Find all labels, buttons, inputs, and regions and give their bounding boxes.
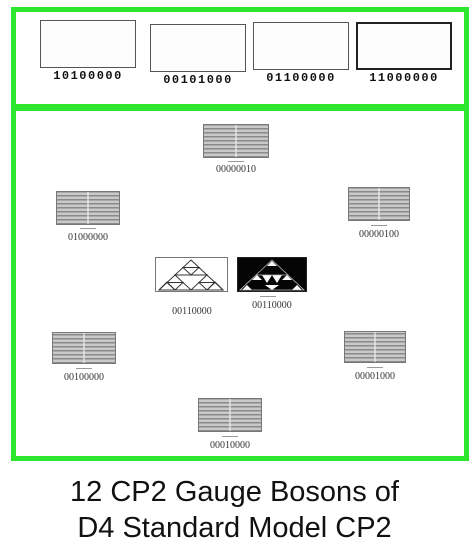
divider <box>228 161 244 162</box>
boson-pattern <box>52 332 116 364</box>
divider <box>76 368 92 369</box>
boson-label: 00100000 <box>48 372 120 383</box>
state-code: 00101000 <box>148 73 248 87</box>
state-code: 11000000 <box>354 71 454 85</box>
state-code: 10100000 <box>38 69 138 83</box>
divider <box>80 228 96 229</box>
diagram-title-line2: D4 Standard Model CP2 <box>0 510 469 546</box>
state-frame <box>253 22 349 70</box>
state-cell: 00101000 <box>148 24 248 87</box>
state-cell: 11000000 <box>354 22 454 85</box>
boson-label: 00000100 <box>343 229 415 240</box>
divider <box>367 367 383 368</box>
state-code: 01100000 <box>251 71 351 85</box>
state-frame <box>150 24 246 72</box>
boson-label: 01000000 <box>52 232 124 243</box>
boson-label: 00001000 <box>339 371 411 382</box>
boson-label: 00010000 <box>194 440 266 451</box>
state-frame <box>356 22 452 70</box>
divider <box>222 436 238 437</box>
boson-pattern <box>56 191 120 225</box>
center-left-label: 00110000 <box>150 306 234 317</box>
state-cell: 10100000 <box>38 20 138 83</box>
boson-pattern <box>203 124 269 158</box>
boson-pattern <box>198 398 262 432</box>
state-frame <box>40 20 136 68</box>
boson-pattern <box>348 187 410 221</box>
state-cell: 01100000 <box>251 22 351 85</box>
boson-label: 00000010 <box>200 164 272 175</box>
sierpinski-pattern-white <box>155 257 228 292</box>
center-right-label: 00110000 <box>230 300 314 311</box>
boson-pattern <box>344 331 406 363</box>
sierpinski-pattern-black <box>237 257 307 292</box>
divider <box>371 225 387 226</box>
divider <box>260 296 276 297</box>
diagram-title-line1: 12 CP2 Gauge Bosons of <box>0 474 469 510</box>
